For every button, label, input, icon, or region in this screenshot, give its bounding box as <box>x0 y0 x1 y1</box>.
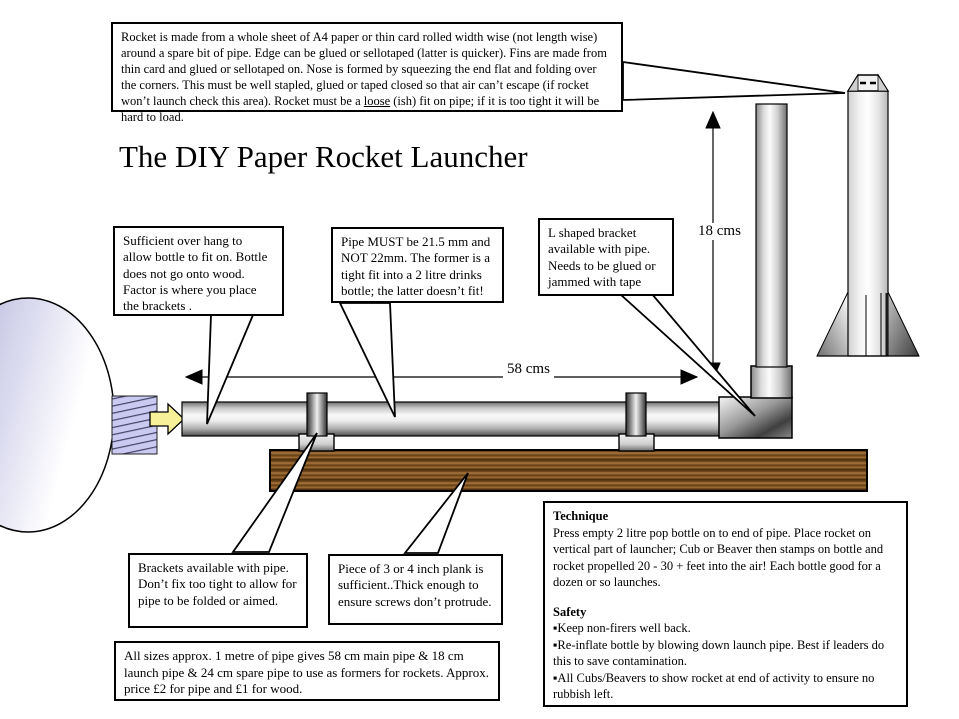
dimension-line-18cms <box>705 110 721 381</box>
callout-overhang-text: Sufficient over hang to allow bottle to … <box>123 233 268 313</box>
construction-note-box: Rocket is made from a whole sheet of A4 … <box>111 22 623 124</box>
safety-item: ▪Re-inflate bottle by blowing down launc… <box>553 637 885 669</box>
sizes-note-box: All sizes approx. 1 metre of pipe gives … <box>114 641 500 701</box>
pointer-note-to-rocket <box>622 60 846 101</box>
dim-label-18cms: 18 cms <box>694 223 745 240</box>
paper-rocket <box>816 73 920 357</box>
callout-pipe-size-text: Pipe MUST be 21.5 mm and NOT 22mm. The f… <box>341 234 491 298</box>
elbow-corner <box>718 396 793 439</box>
bottle-body <box>0 297 115 533</box>
callout-pipe-size: Pipe MUST be 21.5 mm and NOT 22mm. The f… <box>331 227 504 303</box>
rocket-fin-right <box>887 291 920 357</box>
sizes-note-text: All sizes approx. 1 metre of pipe gives … <box>124 648 489 697</box>
callout-l-bracket-text: L shaped bracket available with pipe. Ne… <box>548 225 656 289</box>
safety-item: ▪All Cubs/Beavers to show rocket at end … <box>553 670 875 702</box>
elbow-upper <box>750 365 793 399</box>
technique-box: Technique Press empty 2 litre pop bottle… <box>543 501 908 707</box>
safety-item: ▪Keep non-firers well back. <box>553 621 691 635</box>
callout-l-bracket: L shaped bracket available with pipe. Ne… <box>538 218 674 296</box>
callout-pointers <box>206 60 846 554</box>
construction-note-text-2: (ish) fit on pipe; if it is too tight it… <box>121 94 600 124</box>
callout-brackets-text: Brackets available with pipe. Don’t fix … <box>138 560 297 608</box>
launch-pipe <box>755 103 788 368</box>
callout-overhang: Sufficient over hang to allow bottle to … <box>113 226 284 316</box>
construction-note-text-1: Rocket is made from a whole sheet of A4 … <box>121 30 607 108</box>
pointer-pipe-size <box>338 302 396 418</box>
push-direction-arrow <box>149 402 185 436</box>
rocket-fin-left <box>816 291 849 357</box>
rocket-nose-fold-left <box>847 73 859 92</box>
technique-body: Press empty 2 litre pop bottle on to end… <box>553 525 884 590</box>
page-title: The DIY Paper Rocket Launcher <box>119 139 528 174</box>
rocket-nose-fold-right <box>877 73 889 92</box>
bracket1-strip <box>306 392 328 437</box>
callout-brackets: Brackets available with pipe. Don’t fix … <box>128 553 308 628</box>
pointer-plank <box>403 472 469 554</box>
pointer-brackets <box>231 432 318 553</box>
callout-plank: Piece of 3 or 4 inch plank is sufficient… <box>328 554 503 625</box>
safety-heading: Safety <box>553 604 587 619</box>
rocket-body <box>847 90 889 357</box>
wood-plank <box>269 449 868 492</box>
dim-label-58cms: 58 cms <box>503 361 554 378</box>
technique-heading: Technique <box>553 509 609 523</box>
bracket2-strip <box>625 392 647 437</box>
dimension-line-58cms <box>184 369 699 385</box>
callout-plank-text: Piece of 3 or 4 inch plank is sufficient… <box>338 561 492 609</box>
construction-note-underlined: loose <box>363 94 391 108</box>
